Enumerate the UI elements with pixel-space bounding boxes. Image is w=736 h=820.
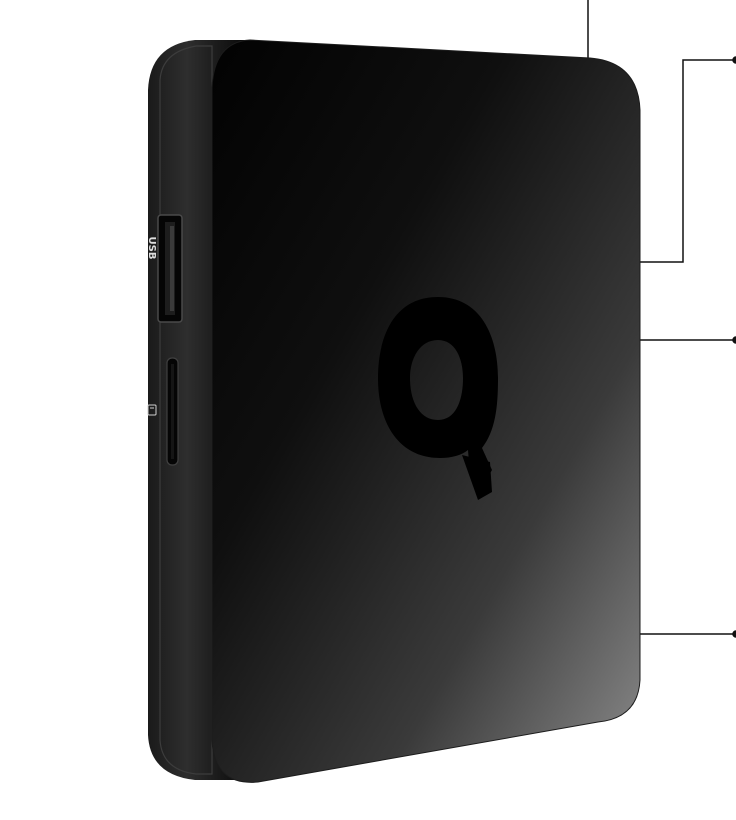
usb-port (157, 214, 183, 323)
box-top-edge (211, 39, 641, 783)
lower-right-callout-dot (732, 630, 736, 638)
callout-lines (587, 0, 736, 638)
q-logo-letter: Q (0, 0, 1, 1)
usb-label: USB (146, 237, 157, 260)
sd-card-icon (147, 404, 157, 416)
box-top-face (212, 40, 640, 783)
box-side-rim (159, 45, 213, 775)
q-logo (378, 297, 498, 500)
upper-right-callout-line (638, 59, 736, 263)
middle-right-callout-dot (732, 336, 736, 344)
sd-card-slot (166, 357, 179, 466)
upper-right-callout-dot (732, 56, 736, 64)
